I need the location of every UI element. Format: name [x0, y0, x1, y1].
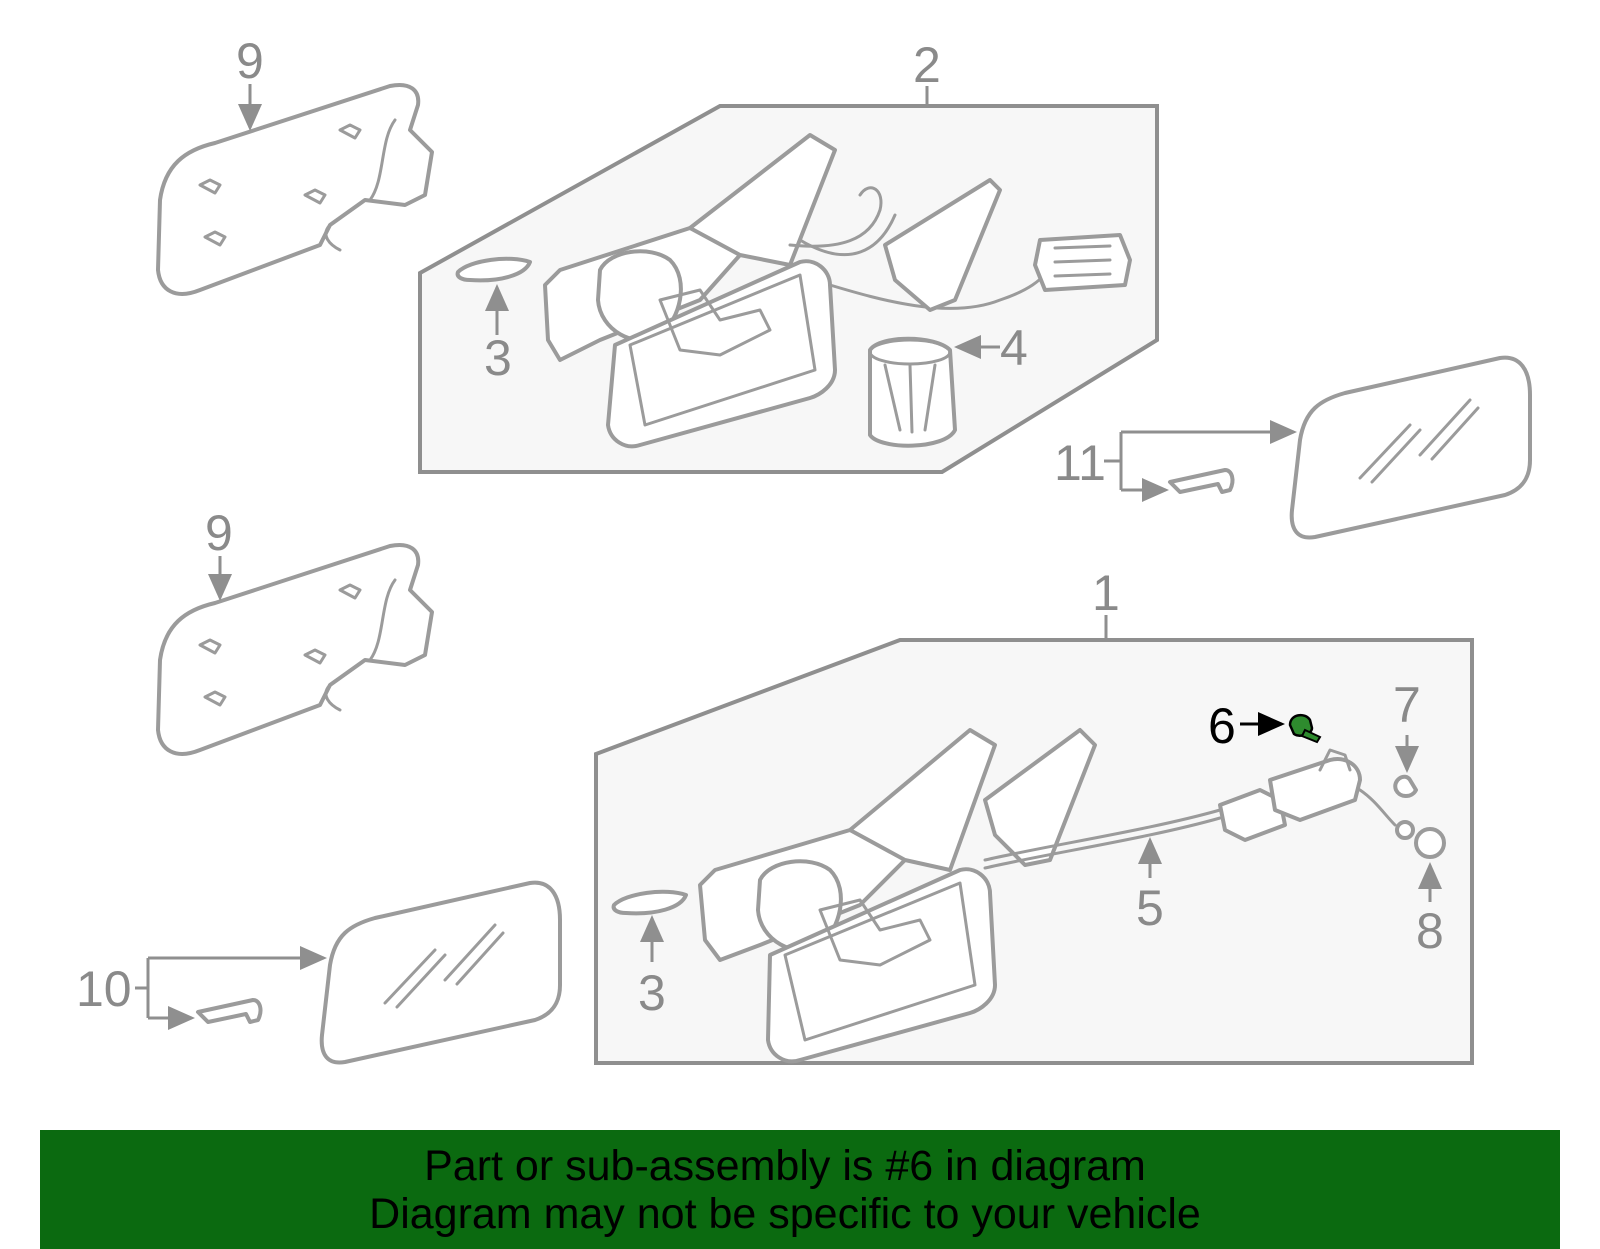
mirror-cover-9-lower: [156, 543, 434, 756]
clip-3-lower: [611, 889, 688, 916]
callout-9-upper: 9: [236, 33, 264, 89]
mirror-cover-9-upper: [156, 83, 434, 296]
mirror-glass-11: [1168, 355, 1532, 540]
assembly-1-group: [594, 615, 1474, 1065]
callout-5: 5: [1136, 880, 1164, 936]
callout-3-lower: 3: [638, 965, 666, 1021]
mirror-glass-10: [196, 880, 562, 1065]
callout-4: 4: [1000, 320, 1028, 376]
grommet-4: [868, 336, 957, 448]
clip-7: [1393, 774, 1418, 798]
callout-9-lower: 9: [205, 505, 233, 561]
cable-5: [983, 808, 1222, 862]
cap-8: [1414, 827, 1446, 859]
screw-6-highlighted: [1288, 713, 1322, 744]
mirror-housing-lower: [698, 728, 1097, 1064]
mirror-housing-upper: [543, 133, 837, 449]
banner-line-1: Part or sub-assembly is #6 in diagram: [424, 1142, 1146, 1190]
callout-1: 1: [1092, 565, 1120, 621]
callout-7: 7: [1393, 677, 1421, 733]
callout-8: 8: [1416, 903, 1444, 959]
callout-11: 11: [1054, 435, 1106, 491]
motor-connector-lower: [1218, 748, 1415, 842]
callout-3-upper: 3: [484, 330, 512, 386]
wiring-harness-upper: [788, 178, 1132, 312]
callout-6: 6: [1208, 698, 1236, 754]
assembly-2-group: [418, 86, 1159, 474]
callout-2: 2: [913, 37, 941, 93]
clip-3-upper: [455, 256, 532, 283]
banner-line-2: Diagram may not be specific to your vehi…: [369, 1190, 1201, 1238]
info-banner: Part or sub-assembly is #6 in diagram Di…: [40, 1130, 1560, 1249]
callout-10: 10: [76, 961, 132, 1017]
